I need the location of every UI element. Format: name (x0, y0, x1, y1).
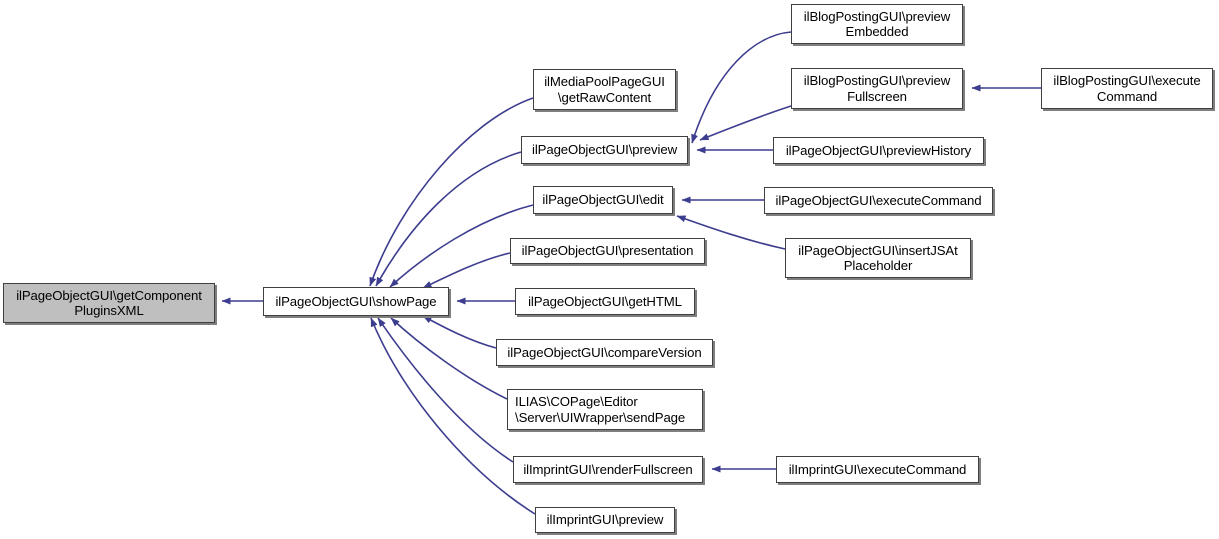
graph-edge-getRawContent-to-showPage (369, 97, 534, 287)
graph-node-blogExecuteCommand[interactable]: ilBlogPostingGUI\execute Command (1041, 68, 1213, 109)
graph-node-previewEmbedded[interactable]: ilBlogPostingGUI\preview Embedded (791, 4, 963, 44)
graph-node-edit[interactable]: ilPageObjectGUI\edit (533, 186, 673, 214)
graph-edge-previewFullscreen-to-preview (699, 105, 792, 141)
graph-edge-sendPage-to-showPage (390, 317, 508, 400)
graph-node-imprintPreview[interactable]: ilImprintGUI\preview (535, 507, 675, 533)
graph-node-renderFullscreen[interactable]: ilImprintGUI\renderFullscreen (513, 456, 703, 483)
graph-edge-compareVersion-to-showPage (422, 315, 497, 349)
graph-edge-imprintPreview-to-showPage (370, 317, 536, 515)
graph-node-executeCommandPage[interactable]: ilPageObjectGUI\executeCommand (764, 187, 993, 214)
graph-node-sendPage[interactable]: ILIAS\COPage\Editor \Server\UIWrapper\se… (507, 389, 703, 430)
graph-node-getHTML[interactable]: ilPageObjectGUI\getHTML (515, 288, 695, 315)
graph-node-previewHistory[interactable]: ilPageObjectGUI\previewHistory (773, 137, 984, 164)
graph-node-preview[interactable]: ilPageObjectGUI\preview (521, 136, 688, 164)
graph-node-insertJSAtPlaceholder[interactable]: ilPageObjectGUI\insertJSAt Placeholder (785, 238, 971, 278)
graph-edge-insertJSAtPlaceholder-to-edit (676, 215, 786, 250)
graph-node-imprintExecuteCommand[interactable]: ilImprintGUI\executeCommand (776, 456, 979, 483)
graph-edge-renderFullscreen-to-showPage (377, 317, 514, 463)
graph-node-getComponentPluginsXML[interactable]: ilPageObjectGUI\getComponent PluginsXML (3, 283, 215, 323)
edge-paths (221, 31, 1041, 515)
graph-node-showPage[interactable]: ilPageObjectGUI\showPage (263, 287, 449, 316)
graph-node-previewFullscreen[interactable]: ilBlogPostingGUI\preview Fullscreen (791, 68, 963, 109)
graph-edge-preview-to-showPage (375, 151, 522, 287)
graph-edge-edit-to-showPage (389, 204, 534, 288)
graph-node-getRawContent[interactable]: ilMediaPoolPageGUI \getRawContent (533, 69, 676, 110)
graph-edge-previewEmbedded-to-preview (691, 31, 792, 144)
graph-node-compareVersion[interactable]: ilPageObjectGUI\compareVersion (496, 339, 713, 366)
graph-node-presentation[interactable]: ilPageObjectGUI\presentation (510, 238, 705, 264)
graph-edge-presentation-to-showPage (422, 252, 511, 289)
